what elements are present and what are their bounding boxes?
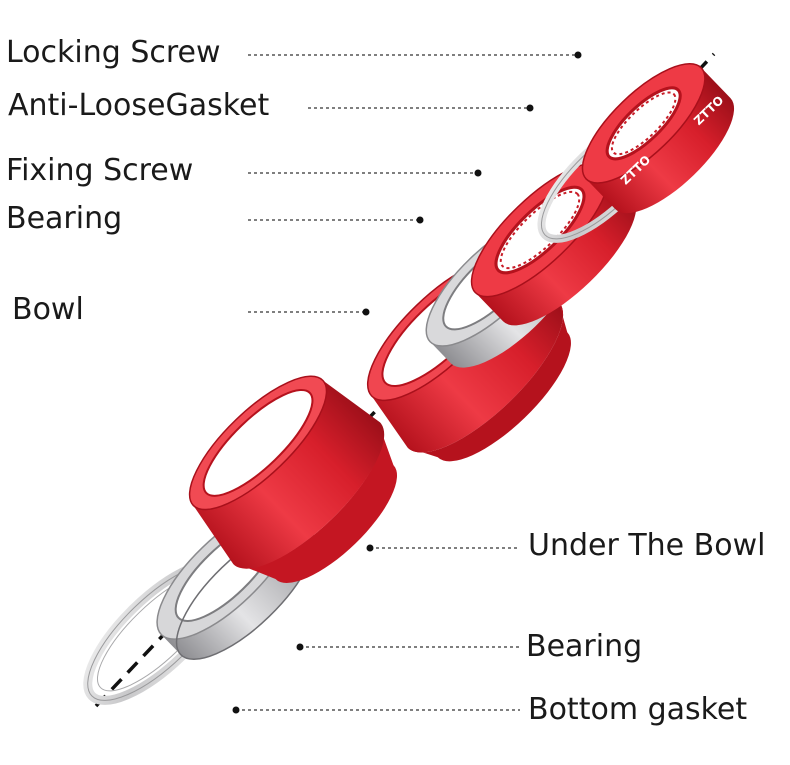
label-bowl: Bowl (12, 292, 84, 327)
dot-bearing-top (416, 216, 424, 224)
label-bottom-gasket: Bottom gasket (528, 692, 748, 727)
dot-bottom-gasket (232, 706, 240, 714)
label-locking-screw: Locking Screw (6, 35, 221, 70)
dot-locking-screw (574, 51, 582, 59)
leader-dots (232, 51, 582, 714)
label-under-the-bowl: Under The Bowl (528, 528, 766, 563)
label-anti-loose-gasket: Anti-LooseGasket (8, 88, 270, 123)
label-bearing-top: Bearing (6, 201, 123, 236)
under-the-bowl-part (188, 375, 398, 583)
locking-screw-part: ZTTO ZTTO (581, 63, 735, 214)
dot-bearing-bottom (296, 643, 304, 651)
label-fixing-screw: Fixing Screw (6, 153, 194, 188)
dot-fixing-screw (474, 169, 482, 177)
dot-under-the-bowl (366, 544, 374, 552)
label-bearing-bottom: Bearing (526, 629, 643, 664)
leader-lines (236, 54, 578, 711)
dot-anti-loose-gasket (526, 104, 534, 112)
dot-bowl (362, 308, 370, 316)
